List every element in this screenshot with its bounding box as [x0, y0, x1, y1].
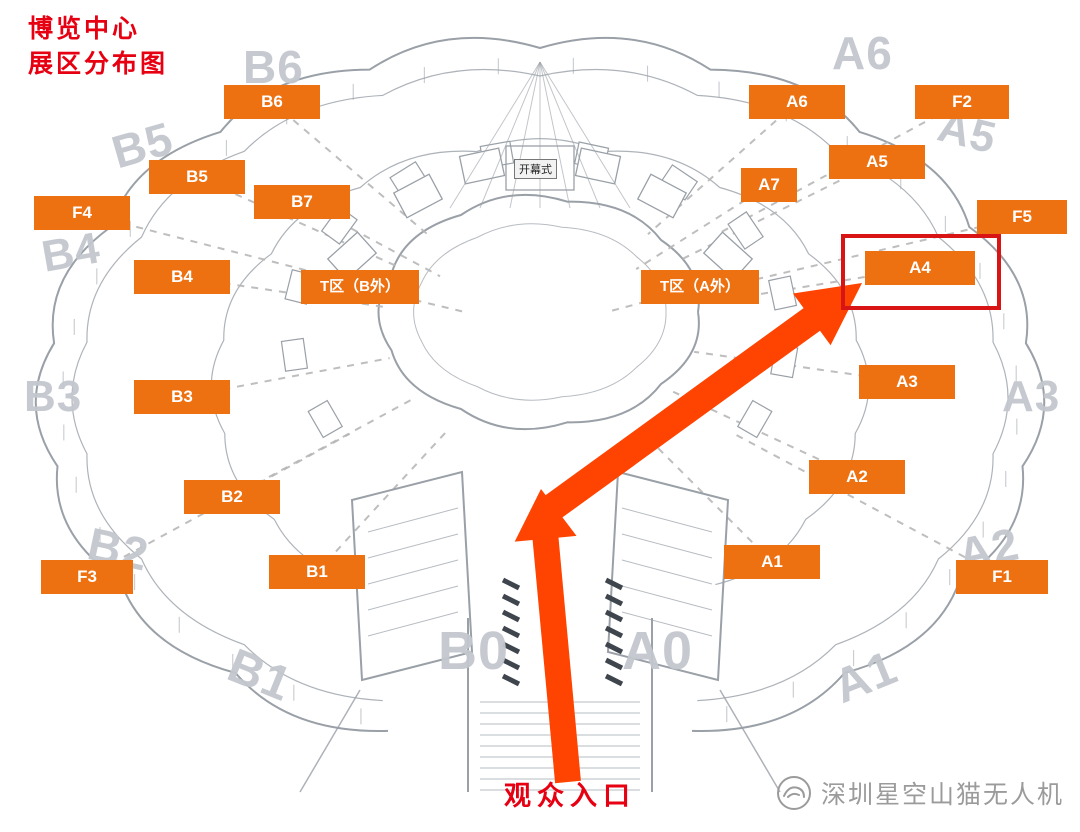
background-letter-B3: B3	[24, 372, 83, 421]
background-letter-A3: A3	[1002, 372, 1061, 421]
zone-label-T-B: T区（B外）	[301, 270, 419, 304]
zone-label-F1: F1	[956, 560, 1048, 594]
background-letter-B0: B0	[438, 621, 510, 681]
zone-label-A3: A3	[859, 365, 955, 399]
background-letter-A0: A0	[622, 621, 694, 681]
page-title: 博览中心 展区分布图	[28, 12, 168, 82]
highlight-box-a4	[841, 234, 1001, 310]
stage-label: 开幕式	[514, 159, 557, 179]
bird-logo-icon	[776, 776, 811, 810]
zone-label-T-A: T区（A外）	[641, 270, 759, 304]
zone-label-B4: B4	[134, 260, 230, 294]
title-line2: 展区分布图	[28, 50, 169, 78]
watermark-text: 深圳星空山猫无人机	[820, 781, 1064, 809]
entrance-arrow	[514, 489, 581, 784]
zone-label-B1: B1	[269, 555, 365, 589]
zone-label-B7: B7	[254, 185, 350, 219]
title-line1: 博览中心	[28, 15, 141, 43]
background-letter-A6: A6	[832, 27, 893, 79]
entrance-label: 观众入口	[504, 781, 636, 811]
zone-label-F5: F5	[977, 200, 1067, 234]
watermark: 深圳星空山猫无人机	[775, 774, 1064, 812]
zone-label-B2: B2	[184, 480, 280, 514]
zone-label-F4: F4	[34, 196, 130, 230]
zone-label-B5: B5	[149, 160, 245, 194]
zone-label-A2: A2	[809, 460, 905, 494]
zone-label-B6: B6	[224, 85, 320, 119]
zone-label-A5: A5	[829, 145, 925, 179]
zone-label-A1: A1	[724, 545, 820, 579]
zone-label-F2: F2	[915, 85, 1009, 119]
zone-label-A4: A4	[865, 251, 975, 285]
route-to-a4-arrow	[544, 283, 862, 519]
background-letter-B6: B6	[243, 41, 304, 93]
zone-label-B3: B3	[134, 380, 230, 414]
zone-label-F3: F3	[41, 560, 133, 594]
zone-label-A7: A7	[741, 168, 797, 202]
zone-label-A6: A6	[749, 85, 845, 119]
